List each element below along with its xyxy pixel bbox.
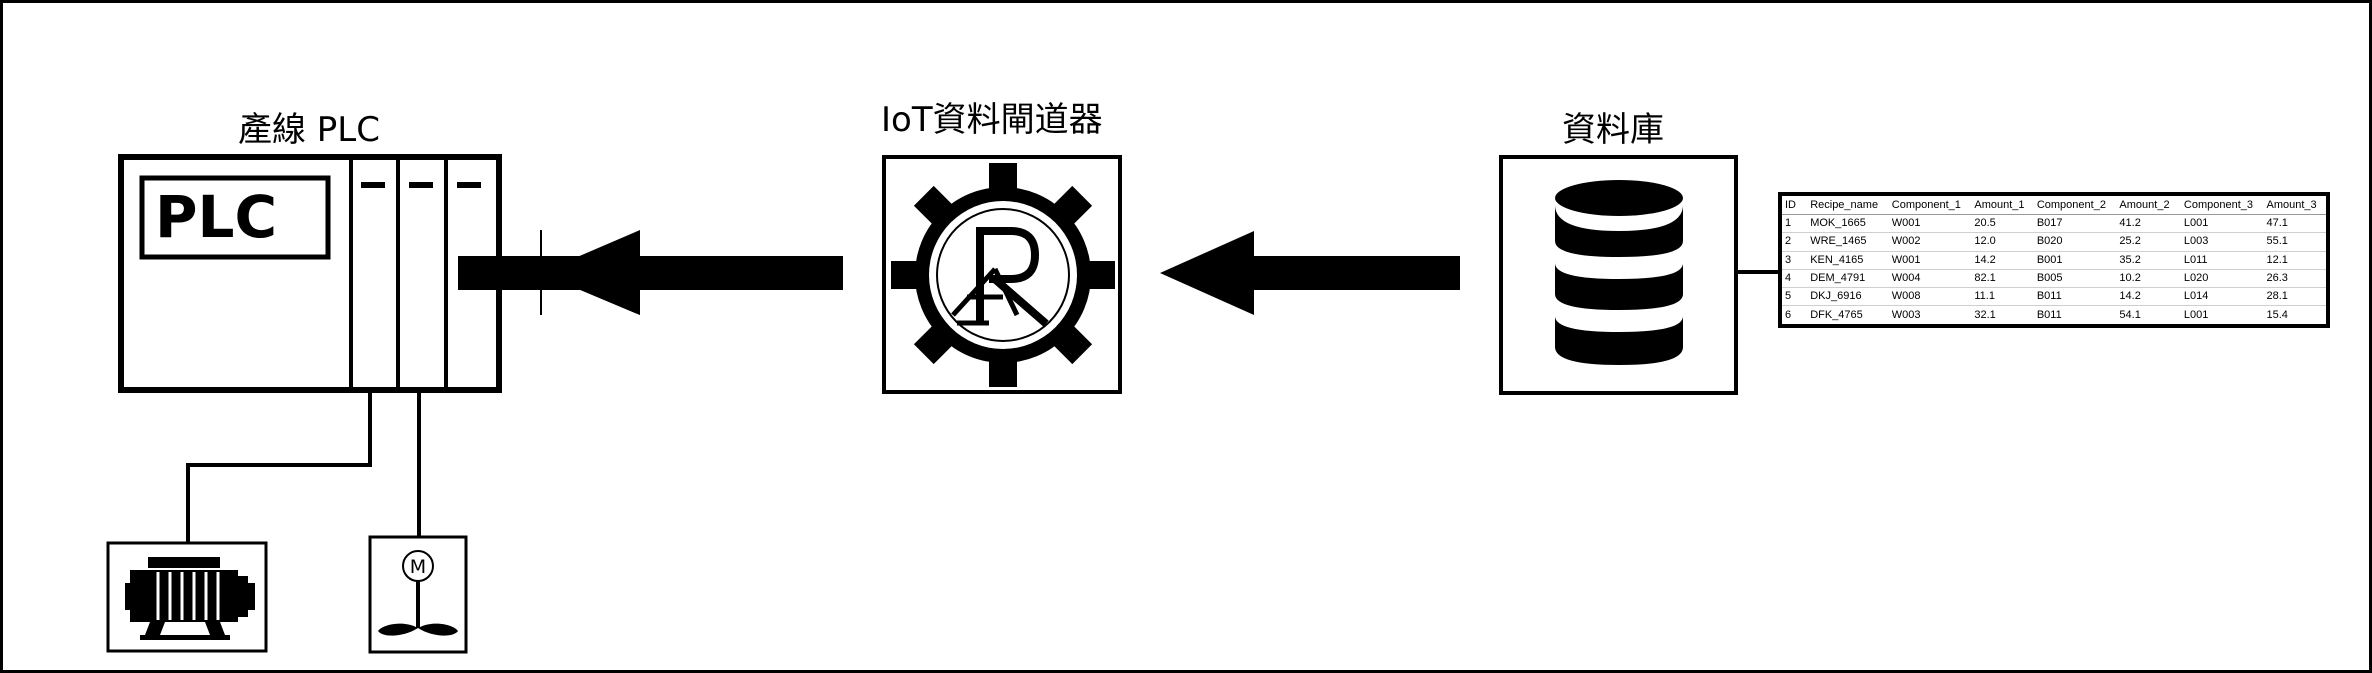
table-cell: L001 [2180,305,2264,327]
plc-module-led [457,182,481,188]
table-cell: 32.1 [1971,305,2034,327]
table-header-cell: Component_2 [2033,194,2117,215]
table-cell: DFK_4765 [1807,305,1889,327]
table-cell: L001 [2180,214,2264,234]
table-cell: W001 [1888,251,1972,270]
table-cell: MOK_1665 [1807,214,1889,234]
plc-unit [118,154,502,393]
table-header-cell: Component_3 [2180,194,2264,215]
table-cell: KEN_4165 [1807,251,1889,270]
recipe-table: ID Recipe_name Component_1 Amount_1 Comp… [1778,192,2330,328]
table-cell: L011 [2180,251,2264,270]
arrow-left-icon [458,230,843,315]
table-cell: W001 [1888,214,1972,234]
table-cell: W002 [1888,232,1972,252]
plc-module-led [361,182,385,188]
table-cell: 28.1 [2263,287,2328,307]
wire-plc-to-motor [186,390,372,543]
database-icon [1555,180,1683,365]
table-cell: 14.2 [1971,251,2034,270]
table-header-cell: ID [1780,194,1808,215]
table-header-cell: Component_1 [1888,194,1972,215]
table-cell: 10.2 [2116,269,2181,289]
table-header-cell: Recipe_name [1807,194,1889,215]
table-cell: B011 [2033,305,2117,327]
table-cell: 4 [1780,269,1808,289]
table-cell: B005 [2033,269,2117,289]
table-cell: DEM_4791 [1807,269,1889,289]
table-cell: B017 [2033,214,2117,234]
table-cell: 6 [1780,305,1808,327]
table-cell: 82.1 [1971,269,2034,289]
gear-logo-icon [891,163,1115,387]
electric-motor-icon [106,541,268,653]
arrow-left-icon [1160,231,1460,315]
table-header-row: ID Recipe_name Component_1 Amount_1 Comp… [1780,194,2328,215]
gateway-unit [882,155,1122,394]
plc-logo-box [139,175,331,260]
table-header-cell: Amount_3 [2263,194,2328,215]
table-cell: L003 [2180,232,2264,252]
table-cell: 25.2 [2116,232,2181,252]
table-cell: W003 [1888,305,1972,327]
table-header-cell: Amount_1 [1971,194,2034,215]
table-cell: 47.1 [2263,214,2328,234]
table-cell: 11.1 [1971,287,2034,307]
table-cell: 12.1 [2263,251,2328,270]
plc-logo-text: PLC [155,183,278,251]
database-title: 資料庫 [1562,110,1664,150]
table-cell: 54.1 [2116,305,2181,327]
table-cell: 3 [1780,251,1808,270]
table-cell: 12.0 [1971,232,2034,252]
gateway-title: IoT資料閘道器 [881,100,1103,140]
table-cell: 35.2 [2116,251,2181,270]
table-cell: B020 [2033,232,2117,252]
table-cell: 15.4 [2263,305,2328,327]
table-cell: W008 [1888,287,1972,307]
table-header-cell: Amount_2 [2116,194,2181,215]
table-cell: L020 [2180,269,2264,289]
table-cell: 20.5 [1971,214,2034,234]
motor-mixer-icon: M [368,535,468,654]
table-cell: W004 [1888,269,1972,289]
database-unit [1499,155,1738,395]
table-cell: B011 [2033,287,2117,307]
table-cell: 2 [1780,232,1808,252]
table-cell: DKJ_6916 [1807,287,1889,307]
plc-module-led [409,182,433,188]
table-cell: L014 [2180,287,2264,307]
plc-title: 產線 PLC [238,110,380,150]
table-cell: WRE_1465 [1807,232,1889,252]
table-cell: 5 [1780,287,1808,307]
table-cell: 1 [1780,214,1808,234]
table-cell: 55.1 [2263,232,2328,252]
svg-text:M: M [410,556,426,578]
table-cell: 26.3 [2263,269,2328,289]
table-cell: B001 [2033,251,2117,270]
table-cell: 14.2 [2116,287,2181,307]
table-cell: 41.2 [2116,214,2181,234]
